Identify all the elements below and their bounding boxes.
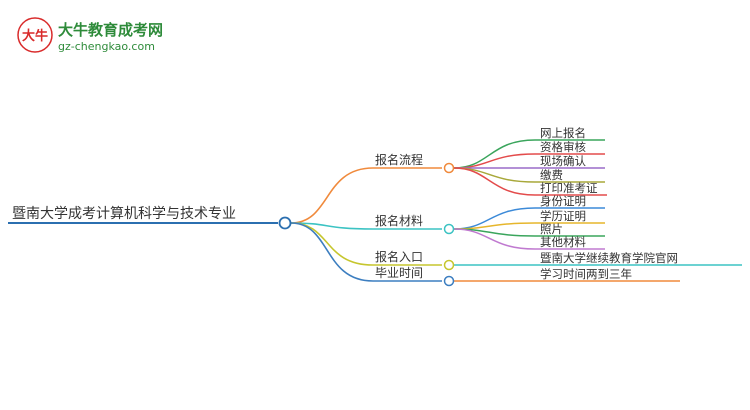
branch-connector xyxy=(290,167,374,224)
leaf-connector xyxy=(453,153,536,169)
leaf-label: 身份证明 xyxy=(540,194,586,208)
brand-logo: 大牛 大牛教育成考网 gz-chengkao.com xyxy=(17,17,163,53)
leaf-label: 学习时间两到三年 xyxy=(540,267,632,281)
brand-name: 大牛教育成考网 xyxy=(58,21,163,39)
branch-node-dot xyxy=(443,259,455,271)
branch-node-dot xyxy=(443,162,455,174)
leaf-label: 照片 xyxy=(540,222,563,236)
leaf-connector xyxy=(453,167,536,183)
branch-label: 毕业时间 xyxy=(375,266,423,280)
logo-mark-icon xyxy=(17,17,53,53)
branch-node-dot xyxy=(443,275,455,287)
branch-label: 报名材料 xyxy=(375,213,423,228)
root-node-label: 暨南大学成考计算机科学与技术专业 xyxy=(12,206,236,222)
branch-node-dot xyxy=(443,223,455,235)
leaf-label: 学历证明 xyxy=(540,209,586,223)
brand-url: gz-chengkao.com xyxy=(58,40,155,53)
leaf-label: 现场确认 xyxy=(540,154,586,168)
leaf-label: 其他材料 xyxy=(540,235,586,249)
branch-connector xyxy=(290,222,374,230)
leaf-label: 网上报名 xyxy=(540,126,586,140)
leaf-label: 缴费 xyxy=(540,168,563,182)
branch-label: 报名流程 xyxy=(375,152,423,167)
root-node-dot xyxy=(278,216,292,230)
leaf-label: 暨南大学继续教育学院官网 xyxy=(540,251,678,265)
branch-label: 报名入口 xyxy=(375,249,423,264)
leaf-label: 资格审核 xyxy=(540,140,586,154)
branch-connector xyxy=(290,222,374,282)
logo-mark-text: 大牛 xyxy=(22,28,48,44)
leaf-connector xyxy=(453,222,536,230)
leaf-connector xyxy=(453,228,536,250)
leaf-connector xyxy=(453,167,536,196)
mindmap-links xyxy=(290,139,536,282)
mindmap-nodes: 暨南大学成考计算机科学与技术专业 报名流程 网上报名资格审核现场确认缴费打印准考证报… xyxy=(8,126,742,287)
leaf-label: 打印准考证 xyxy=(540,181,598,195)
